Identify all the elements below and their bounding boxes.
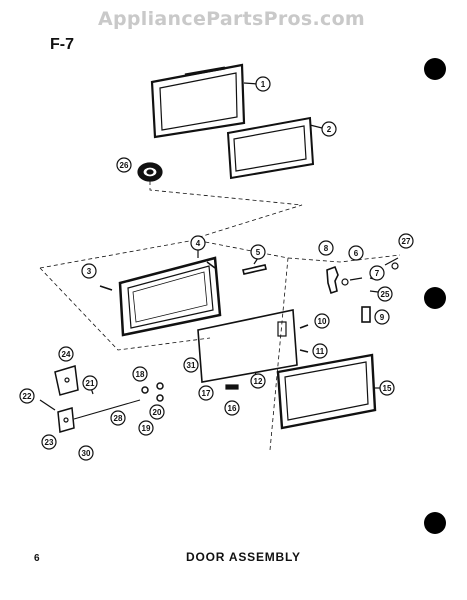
part-20-rod bbox=[73, 399, 141, 420]
svg-text:31: 31 bbox=[187, 361, 196, 370]
binder-hole-top bbox=[424, 58, 446, 80]
binder-hole-middle bbox=[424, 287, 446, 309]
part-4-door-front bbox=[118, 248, 222, 337]
diagram-title: DOOR ASSEMBLY bbox=[186, 550, 301, 564]
callout-1: 1 bbox=[255, 76, 271, 92]
part-26-knob bbox=[137, 162, 163, 182]
part-5-rail bbox=[242, 257, 267, 275]
callout-26: 26 bbox=[116, 157, 132, 173]
callout-19: 19 bbox=[138, 420, 154, 436]
svg-text:27: 27 bbox=[402, 237, 411, 246]
svg-text:6: 6 bbox=[354, 249, 359, 258]
svg-text:25: 25 bbox=[381, 290, 390, 299]
part-23-hinge bbox=[57, 407, 75, 433]
part-18-screw bbox=[141, 386, 149, 394]
svg-text:9: 9 bbox=[380, 313, 385, 322]
part-29-washer bbox=[156, 382, 164, 390]
callout-16: 16 bbox=[224, 400, 240, 416]
callout-21: 21 bbox=[82, 375, 98, 391]
part-24-bracket bbox=[54, 365, 79, 396]
part-27-pin bbox=[384, 257, 399, 266]
callout-5: 5 bbox=[250, 244, 266, 260]
part-27-washer bbox=[391, 262, 399, 270]
svg-text:17: 17 bbox=[202, 389, 211, 398]
callouts: 1 2 3 4 5 6 7 8 9 10 11 12 15 16 17 18 1… bbox=[19, 76, 414, 461]
callout-12: 12 bbox=[250, 373, 266, 389]
svg-text:5: 5 bbox=[256, 248, 261, 257]
svg-text:28: 28 bbox=[114, 414, 123, 423]
callout-17: 17 bbox=[198, 385, 214, 401]
svg-text:16: 16 bbox=[228, 404, 237, 413]
callout-3: 3 bbox=[81, 263, 97, 279]
callout-6: 6 bbox=[348, 245, 364, 261]
part-30-nut bbox=[156, 394, 164, 402]
callout-23: 23 bbox=[41, 434, 57, 450]
callout-7: 7 bbox=[369, 265, 385, 281]
svg-text:20: 20 bbox=[153, 408, 162, 417]
watermark: AppliancePartsPros.com bbox=[98, 8, 366, 30]
svg-text:23: 23 bbox=[45, 438, 54, 447]
callout-9: 9 bbox=[374, 309, 390, 325]
svg-text:24: 24 bbox=[62, 350, 71, 359]
callout-4: 4 bbox=[190, 235, 206, 251]
part-9-block bbox=[361, 306, 371, 323]
svg-text:26: 26 bbox=[120, 161, 129, 170]
svg-text:22: 22 bbox=[23, 392, 32, 401]
figure-label: F-7 bbox=[50, 36, 74, 53]
part-17-clip bbox=[225, 384, 239, 390]
svg-text:2: 2 bbox=[327, 125, 332, 134]
svg-text:11: 11 bbox=[316, 347, 325, 356]
binder-hole-bottom bbox=[424, 512, 446, 534]
svg-text:12: 12 bbox=[254, 377, 263, 386]
callout-11: 11 bbox=[312, 343, 328, 359]
callout-8: 8 bbox=[318, 240, 334, 256]
callout-24: 24 bbox=[58, 346, 74, 362]
svg-text:4: 4 bbox=[196, 239, 201, 248]
part-25-screw bbox=[369, 290, 379, 293]
callout-18: 18 bbox=[132, 366, 148, 382]
callout-31: 31 bbox=[183, 357, 199, 373]
svg-text:15: 15 bbox=[383, 384, 392, 393]
callout-20: 20 bbox=[149, 404, 165, 420]
callout-10: 10 bbox=[314, 313, 330, 329]
part-11-screw bbox=[299, 349, 309, 353]
callout-27: 27 bbox=[398, 233, 414, 249]
svg-text:30: 30 bbox=[82, 449, 91, 458]
svg-text:7: 7 bbox=[375, 269, 380, 278]
part-6-hinge bbox=[326, 265, 363, 295]
svg-text:1: 1 bbox=[261, 80, 266, 89]
page-number: 6 bbox=[34, 553, 40, 564]
svg-text:19: 19 bbox=[142, 424, 151, 433]
part-22-screw bbox=[39, 399, 56, 411]
svg-text:10: 10 bbox=[318, 317, 327, 326]
part-10-screw bbox=[299, 324, 309, 329]
callout-2: 2 bbox=[321, 121, 337, 137]
svg-text:18: 18 bbox=[136, 370, 145, 379]
callout-28: 28 bbox=[110, 410, 126, 426]
svg-text:8: 8 bbox=[324, 244, 329, 253]
callout-25: 25 bbox=[377, 286, 393, 302]
part-2-gasket bbox=[226, 116, 323, 180]
callout-22: 22 bbox=[19, 388, 35, 404]
callout-30: 30 bbox=[78, 445, 94, 461]
part-3-screw bbox=[99, 285, 113, 291]
part-1-frame bbox=[150, 63, 259, 139]
svg-text:21: 21 bbox=[86, 379, 95, 388]
callout-15: 15 bbox=[379, 380, 395, 396]
svg-text:3: 3 bbox=[87, 267, 92, 276]
